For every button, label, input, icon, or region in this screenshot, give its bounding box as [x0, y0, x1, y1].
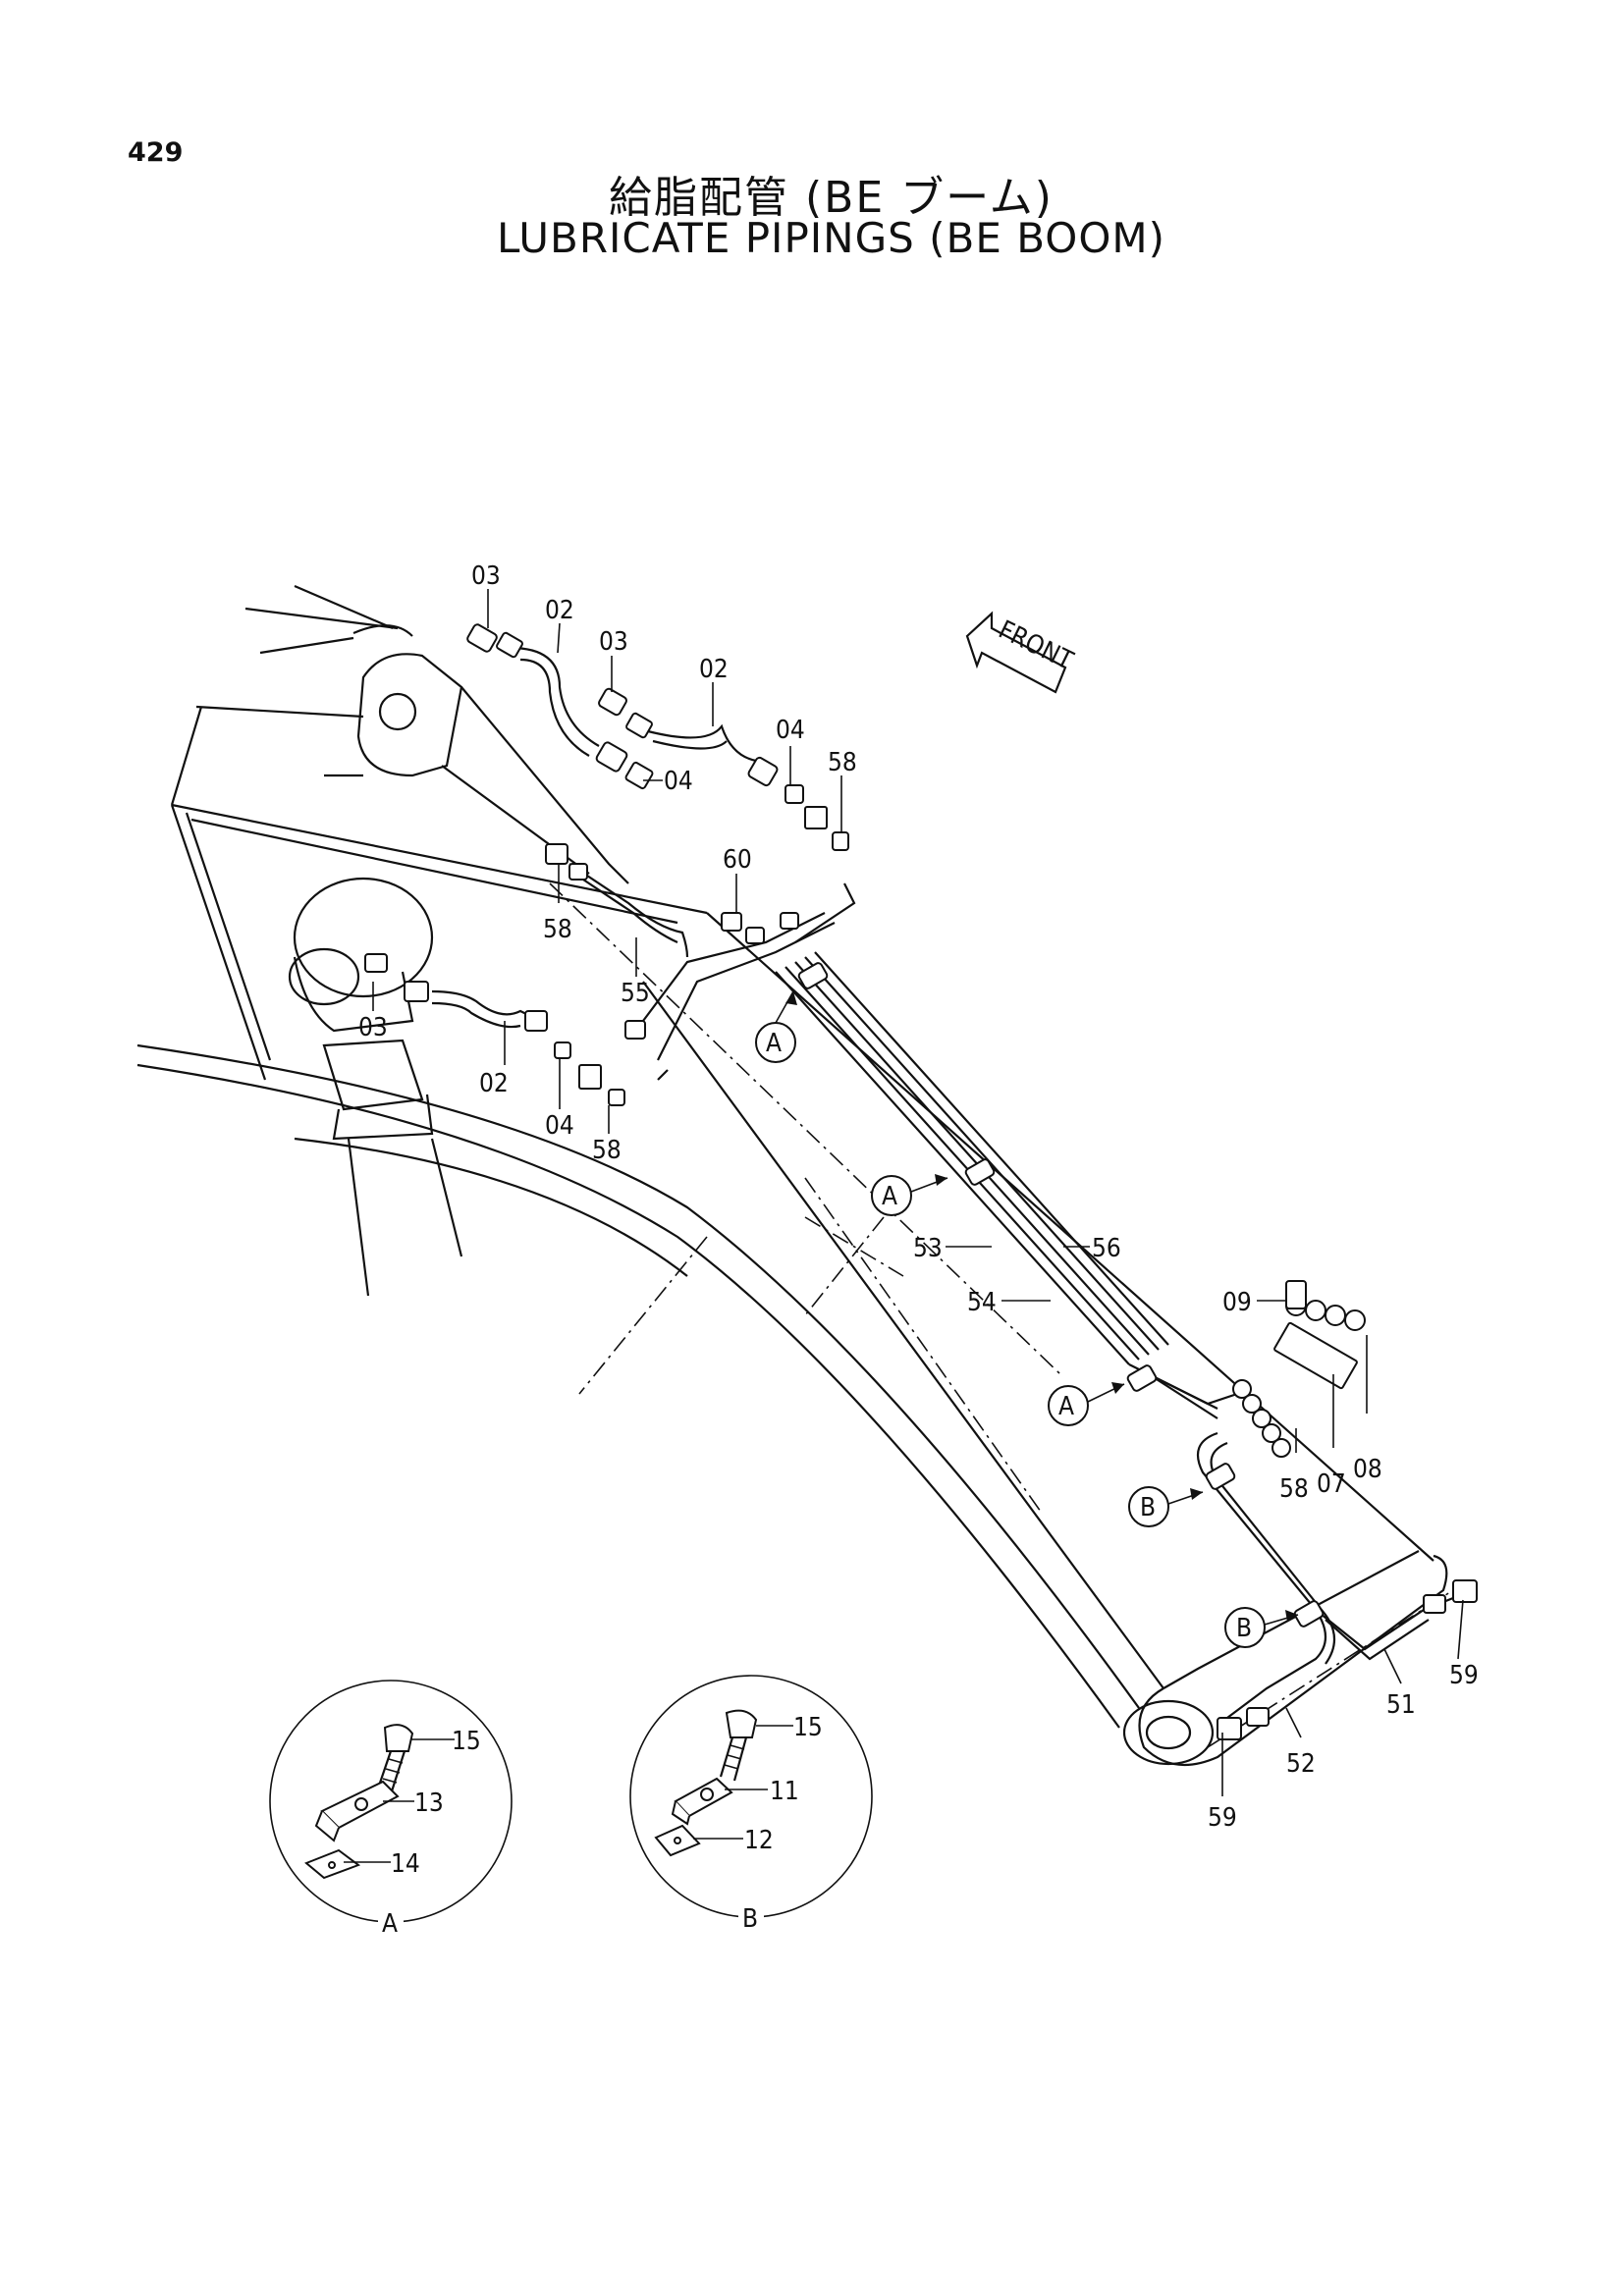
detail-b-label-12: 12 — [744, 1826, 774, 1855]
plate-icon — [304, 1848, 361, 1880]
callout-b-2: B — [1224, 1607, 1299, 1648]
callout-a-1: A — [755, 990, 797, 1063]
callout-a-2: A — [871, 1174, 948, 1216]
part-label-07: 07 — [1317, 1469, 1346, 1499]
part-label-58: 58 — [592, 1136, 622, 1165]
boom-structure — [136, 584, 1454, 1767]
part-label-56: 56 — [1092, 1234, 1121, 1263]
part-label-59: 59 — [1208, 1803, 1237, 1833]
detail-b-name: B — [742, 1904, 758, 1934]
part-label-52: 52 — [1286, 1749, 1316, 1779]
part-label-51: 51 — [1386, 1690, 1416, 1720]
callout-a-label: A — [882, 1182, 897, 1211]
part-label-03: 03 — [358, 1013, 388, 1042]
detail-a-label-14: 14 — [391, 1849, 420, 1879]
detail-b-label-15: 15 — [793, 1713, 823, 1742]
page-number: 429 — [128, 137, 184, 168]
part-label-59: 59 — [1449, 1661, 1479, 1690]
part-label-04: 04 — [776, 716, 805, 745]
part-label-58: 58 — [828, 748, 857, 777]
part-label-53: 53 — [913, 1234, 943, 1263]
callout-b-label: B — [1140, 1493, 1156, 1522]
part-labels: 03 02 03 02 04 04 58 60 58 55 03 02 04 5… — [358, 561, 1479, 1833]
part-label-03: 03 — [471, 561, 501, 591]
part-label-02: 02 — [479, 1069, 509, 1098]
bolt-icon — [719, 1709, 758, 1782]
detail-a-label-15: 15 — [452, 1727, 481, 1756]
front-arrow: FRONT — [965, 611, 1078, 694]
plate-icon — [654, 1824, 701, 1857]
callout-a-label: A — [766, 1029, 782, 1058]
part-label-03: 03 — [599, 627, 628, 657]
part-label-60: 60 — [723, 845, 752, 875]
title-english: LUBRICATE PIPINGS (BE BOOM) — [496, 214, 1166, 262]
part-label-54: 54 — [967, 1288, 997, 1317]
detail-a: 15 13 14 A — [269, 1680, 513, 1939]
callout-b-label: B — [1236, 1614, 1252, 1643]
title-japanese: 給脂配管 (BE ブーム) — [609, 173, 1054, 223]
front-label: FRONT — [994, 615, 1078, 676]
part-label-58: 58 — [543, 915, 572, 944]
clamp-icon — [314, 1780, 400, 1842]
detail-b: 15 11 12 B — [629, 1675, 873, 1934]
part-label-55: 55 — [621, 979, 650, 1008]
detail-b-label-11: 11 — [770, 1777, 799, 1806]
callout-a-label: A — [1058, 1392, 1074, 1421]
leader-lines — [372, 589, 1464, 1796]
part-label-04: 04 — [664, 767, 693, 796]
callout-b-1: B — [1128, 1486, 1204, 1527]
grease-pipes — [431, 646, 1474, 1719]
callout-a-3: A — [1048, 1382, 1125, 1426]
part-label-08: 08 — [1353, 1455, 1382, 1484]
part-label-04: 04 — [545, 1111, 574, 1141]
fittings — [364, 623, 1478, 1740]
part-label-02: 02 — [699, 655, 729, 684]
part-label-58: 58 — [1279, 1474, 1309, 1504]
detail-a-label-13: 13 — [414, 1789, 444, 1818]
part-label-09: 09 — [1222, 1288, 1252, 1317]
part-label-02: 02 — [545, 596, 574, 625]
clamp-icon — [671, 1777, 733, 1826]
detail-a-name: A — [382, 1909, 398, 1939]
